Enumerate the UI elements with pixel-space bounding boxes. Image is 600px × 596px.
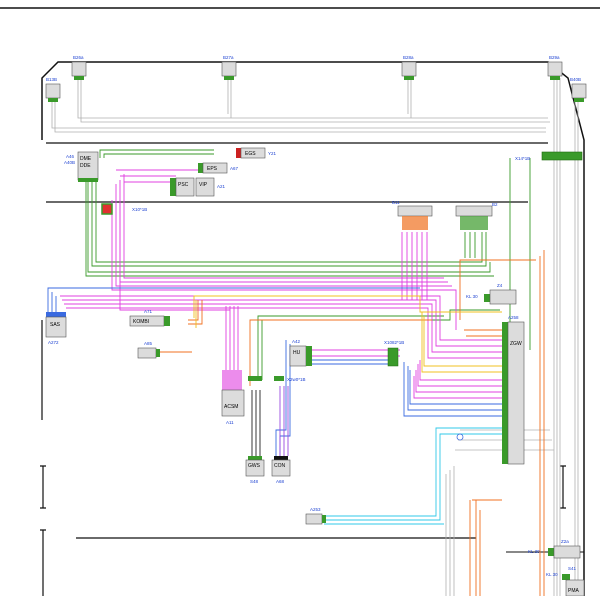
vip-label: VIP: [199, 182, 208, 188]
kombi-ref: A71: [144, 309, 153, 314]
right-sensor-label: B40B: [570, 77, 581, 82]
kombi-module[interactable]: KOMBI A71: [129, 309, 170, 327]
splice-2[interactable]: X1082*1B: [384, 340, 404, 367]
z2a-label: Z2a: [561, 539, 569, 544]
z2a-component[interactable]: Z2a KL 30: [528, 539, 581, 559]
bus-module-1-label: B11: [392, 200, 400, 205]
right-sensor[interactable]: B40B: [570, 77, 587, 102]
a253-component[interactable]: A253: [305, 507, 326, 525]
top-connector-2-label: B27a: [223, 55, 234, 60]
hu-label: HU: [293, 350, 301, 356]
sas-module[interactable]: SAS A272: [45, 312, 67, 345]
z4-component[interactable]: Z4 KL 30: [466, 283, 517, 305]
a253-label: A253: [310, 507, 321, 512]
z4-label: Z4: [497, 283, 503, 288]
bus-module-1[interactable]: B11: [392, 200, 433, 230]
psc-vip-module[interactable]: PSC VIP A21: [170, 177, 226, 197]
top-connector-4-label: B29a: [549, 55, 560, 60]
dme-module[interactable]: DME DDE A46 A40B: [64, 151, 99, 182]
gws-module[interactable]: GWS S48: [245, 456, 265, 484]
pma-module[interactable]: KL 30 S41 PMA: [546, 566, 585, 596]
zgw-label: ZGW: [510, 341, 522, 347]
top-connector-2[interactable]: B27a: [221, 55, 237, 80]
top-connector-1-label: B26a: [73, 55, 84, 60]
hu-ref: A42: [292, 339, 301, 344]
egs-module[interactable]: EGS Y21: [236, 147, 277, 159]
gws-label: GWS: [248, 463, 261, 469]
kombi-label: KOMBI: [133, 319, 149, 325]
yellow-wires: [193, 295, 502, 373]
top-connector-1[interactable]: B26a: [71, 55, 87, 80]
dme-ref-1: A46: [66, 154, 75, 159]
violet-wires: [279, 386, 289, 456]
pma-label: PMA: [568, 588, 580, 594]
acsm-label: ACSM: [224, 404, 238, 410]
junction-node: [456, 433, 464, 441]
green-wires: [85, 149, 531, 380]
cyan-wires: [324, 427, 502, 525]
splice-4-label: X2w0*1B: [287, 377, 306, 382]
zgw-module[interactable]: ZGW A258: [502, 315, 525, 465]
frame-left-bracket-3: [40, 529, 46, 596]
dme-label-2: DDE: [80, 163, 91, 169]
splice-4[interactable]: X2w0*1B: [274, 376, 306, 382]
con-label: CON: [274, 463, 286, 469]
kl30-b-label: KL 30: [528, 549, 540, 554]
orange-wires: [156, 250, 545, 596]
eps-ref: A67: [230, 166, 239, 171]
eps-module[interactable]: EPS A67: [198, 162, 239, 174]
psc-label: PSC: [178, 182, 189, 188]
acsm-module[interactable]: ACSM A11: [221, 370, 245, 425]
splice-1-label: X10*1B: [132, 207, 147, 212]
splice-2-label: X1082*1B: [384, 340, 404, 345]
vip-ref: A21: [217, 184, 226, 189]
magenta-wires: [60, 169, 502, 399]
acsm-ref: A11: [226, 420, 234, 425]
egs-label: EGS: [245, 151, 256, 157]
a85-component[interactable]: A85: [137, 341, 160, 359]
eps-label: EPS: [207, 166, 218, 172]
gws-ref: S48: [250, 479, 259, 484]
a85-label: A85: [144, 341, 153, 346]
con-ref: A68: [276, 479, 285, 484]
top-connector-3-label: B28a: [403, 55, 414, 60]
top-connector-3[interactable]: B28a: [401, 55, 417, 80]
left-sensor-label: B13B: [46, 77, 57, 82]
dark-wires: [251, 390, 261, 456]
zgw-ref: A258: [508, 315, 519, 320]
frame-right-bracket: [560, 465, 566, 509]
frame-left-bracket-2: [40, 465, 46, 509]
fuse-block: [101, 203, 113, 215]
sas-label: SAS: [50, 322, 61, 328]
bus-module-2[interactable]: B2: [455, 202, 498, 230]
right-connector-label: X14*1B: [515, 156, 530, 161]
gray-wires: [51, 76, 579, 596]
splice-3: [248, 376, 262, 381]
egs-ref: Y21: [268, 151, 277, 156]
dme-ref-2: A40B: [64, 160, 75, 165]
s41-label: S41: [568, 566, 577, 571]
dme-label-1: DME: [80, 156, 92, 162]
con-module[interactable]: CON A68: [271, 456, 291, 484]
left-sensor[interactable]: B13B: [45, 77, 61, 102]
right-connector-strip[interactable]: X14*1B: [515, 151, 583, 161]
hu-module[interactable]: HU A42: [289, 339, 312, 367]
top-connector-4[interactable]: B29a: [547, 55, 563, 80]
sas-ref: A272: [48, 340, 59, 345]
bus-module-2-label: B2: [492, 202, 498, 207]
kl30-c-label: KL 30: [546, 572, 558, 577]
kl30-a-label: KL 30: [466, 294, 478, 299]
